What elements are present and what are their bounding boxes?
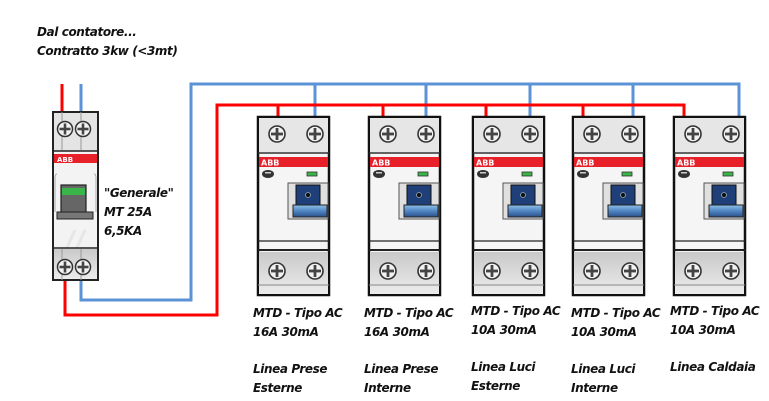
test-button-icon bbox=[477, 170, 489, 178]
main-breaker-name: "Generale" bbox=[104, 186, 174, 200]
breaker-rating: 10A 30mA bbox=[670, 323, 736, 337]
breaker-type: MTD - Tipo AC bbox=[471, 304, 561, 318]
abb-logo: ABB bbox=[57, 156, 73, 164]
header-text: Dal contatore... Contratto 3kw (<3mt) bbox=[37, 23, 178, 61]
abb-logo: ABB bbox=[261, 159, 279, 168]
breaker-line-name: Linea Luci bbox=[471, 360, 536, 374]
abb-logo: ABB bbox=[677, 159, 695, 168]
status-indicator bbox=[621, 171, 633, 177]
main-breaker-capacity: 6,5KA bbox=[104, 224, 142, 238]
screw-icon bbox=[74, 258, 92, 276]
rcbo-breaker: ABB bbox=[256, 115, 331, 297]
breaker-rating: 16A 30mA bbox=[364, 325, 430, 339]
toggle-lever bbox=[607, 184, 643, 218]
abb-logo: ABB bbox=[476, 159, 494, 168]
main-breaker-label: "Generale" MT 25A 6,5KA bbox=[104, 184, 174, 241]
toggle-lever bbox=[507, 184, 543, 218]
screw-icon bbox=[268, 262, 286, 280]
breaker-label-5: MTD - Tipo AC 10A 30mA Linea Caldaia bbox=[670, 302, 760, 377]
breaker-label-3: MTD - Tipo AC 10A 30mA Linea Luci Estern… bbox=[471, 302, 561, 396]
screw-icon bbox=[306, 262, 324, 280]
breaker-label-1: MTD - Tipo AC 16A 30mA Linea Prese Ester… bbox=[253, 304, 343, 398]
status-indicator bbox=[722, 171, 734, 177]
screw-icon bbox=[684, 125, 702, 143]
header-line-1: Dal contatore... bbox=[37, 25, 137, 39]
breaker-line-name: Linea Prese bbox=[364, 362, 439, 376]
breaker-line-name-2: Interne bbox=[364, 381, 411, 395]
screw-icon bbox=[306, 125, 324, 143]
rcbo-breaker: ABB bbox=[367, 115, 442, 297]
status-indicator bbox=[521, 171, 533, 177]
screw-icon bbox=[56, 120, 74, 138]
screw-icon bbox=[56, 258, 74, 276]
screw-icon bbox=[521, 262, 539, 280]
test-button-icon bbox=[577, 170, 589, 178]
main-breaker: ABB bbox=[52, 111, 99, 281]
breaker-line-name-2: Interne bbox=[571, 381, 618, 395]
toggle-lever bbox=[403, 184, 439, 218]
test-button-icon bbox=[262, 170, 274, 178]
screw-icon bbox=[521, 125, 539, 143]
toggle-lever bbox=[708, 184, 744, 218]
screw-icon bbox=[722, 125, 740, 143]
screw-icon bbox=[684, 262, 702, 280]
screw-icon bbox=[483, 125, 501, 143]
neutral-wire bbox=[79, 82, 741, 302]
header-line-2: Contratto 3kw (<3mt) bbox=[37, 44, 178, 58]
breaker-line-name-2: Esterne bbox=[471, 379, 521, 393]
rcbo-breaker: ABB bbox=[571, 115, 646, 297]
breaker-label-4: MTD - Tipo AC 10A 30mA Linea Luci Intern… bbox=[571, 304, 661, 398]
breaker-label-2: MTD - Tipo AC 16A 30mA Linea Prese Inter… bbox=[364, 304, 454, 398]
breaker-line-name: Linea Caldaia bbox=[670, 360, 756, 374]
abb-logo: ABB bbox=[372, 159, 390, 168]
breaker-line-name-2: Esterne bbox=[253, 381, 303, 395]
rcbo-breaker: ABB bbox=[672, 115, 747, 297]
breaker-line-name: Linea Prese bbox=[253, 362, 328, 376]
breaker-type: MTD - Tipo AC bbox=[670, 304, 760, 318]
screw-icon bbox=[379, 262, 397, 280]
breaker-type: MTD - Tipo AC bbox=[253, 306, 343, 320]
status-indicator bbox=[417, 171, 429, 177]
breaker-type: MTD - Tipo AC bbox=[364, 306, 454, 320]
screw-icon bbox=[621, 262, 639, 280]
screw-icon bbox=[417, 125, 435, 143]
main-breaker-type: MT 25A bbox=[104, 205, 152, 219]
test-button-icon bbox=[678, 170, 690, 178]
breaker-type: MTD - Tipo AC bbox=[571, 306, 661, 320]
status-indicator bbox=[306, 171, 318, 177]
toggle-lever bbox=[292, 184, 328, 218]
breaker-rating: 10A 30mA bbox=[571, 325, 637, 339]
screw-icon bbox=[74, 120, 92, 138]
breaker-rating: 16A 30mA bbox=[253, 325, 319, 339]
test-button-icon bbox=[373, 170, 385, 178]
breaker-line-name: Linea Luci bbox=[571, 362, 636, 376]
rcbo-breaker: ABB bbox=[471, 115, 546, 297]
screw-icon bbox=[722, 262, 740, 280]
screw-icon bbox=[268, 125, 286, 143]
breaker-rating: 10A 30mA bbox=[471, 323, 537, 337]
screw-icon bbox=[483, 262, 501, 280]
screw-icon bbox=[417, 262, 435, 280]
screw-icon bbox=[583, 125, 601, 143]
abb-logo: ABB bbox=[576, 159, 594, 168]
screw-icon bbox=[621, 125, 639, 143]
screw-icon bbox=[379, 125, 397, 143]
screw-icon bbox=[583, 262, 601, 280]
